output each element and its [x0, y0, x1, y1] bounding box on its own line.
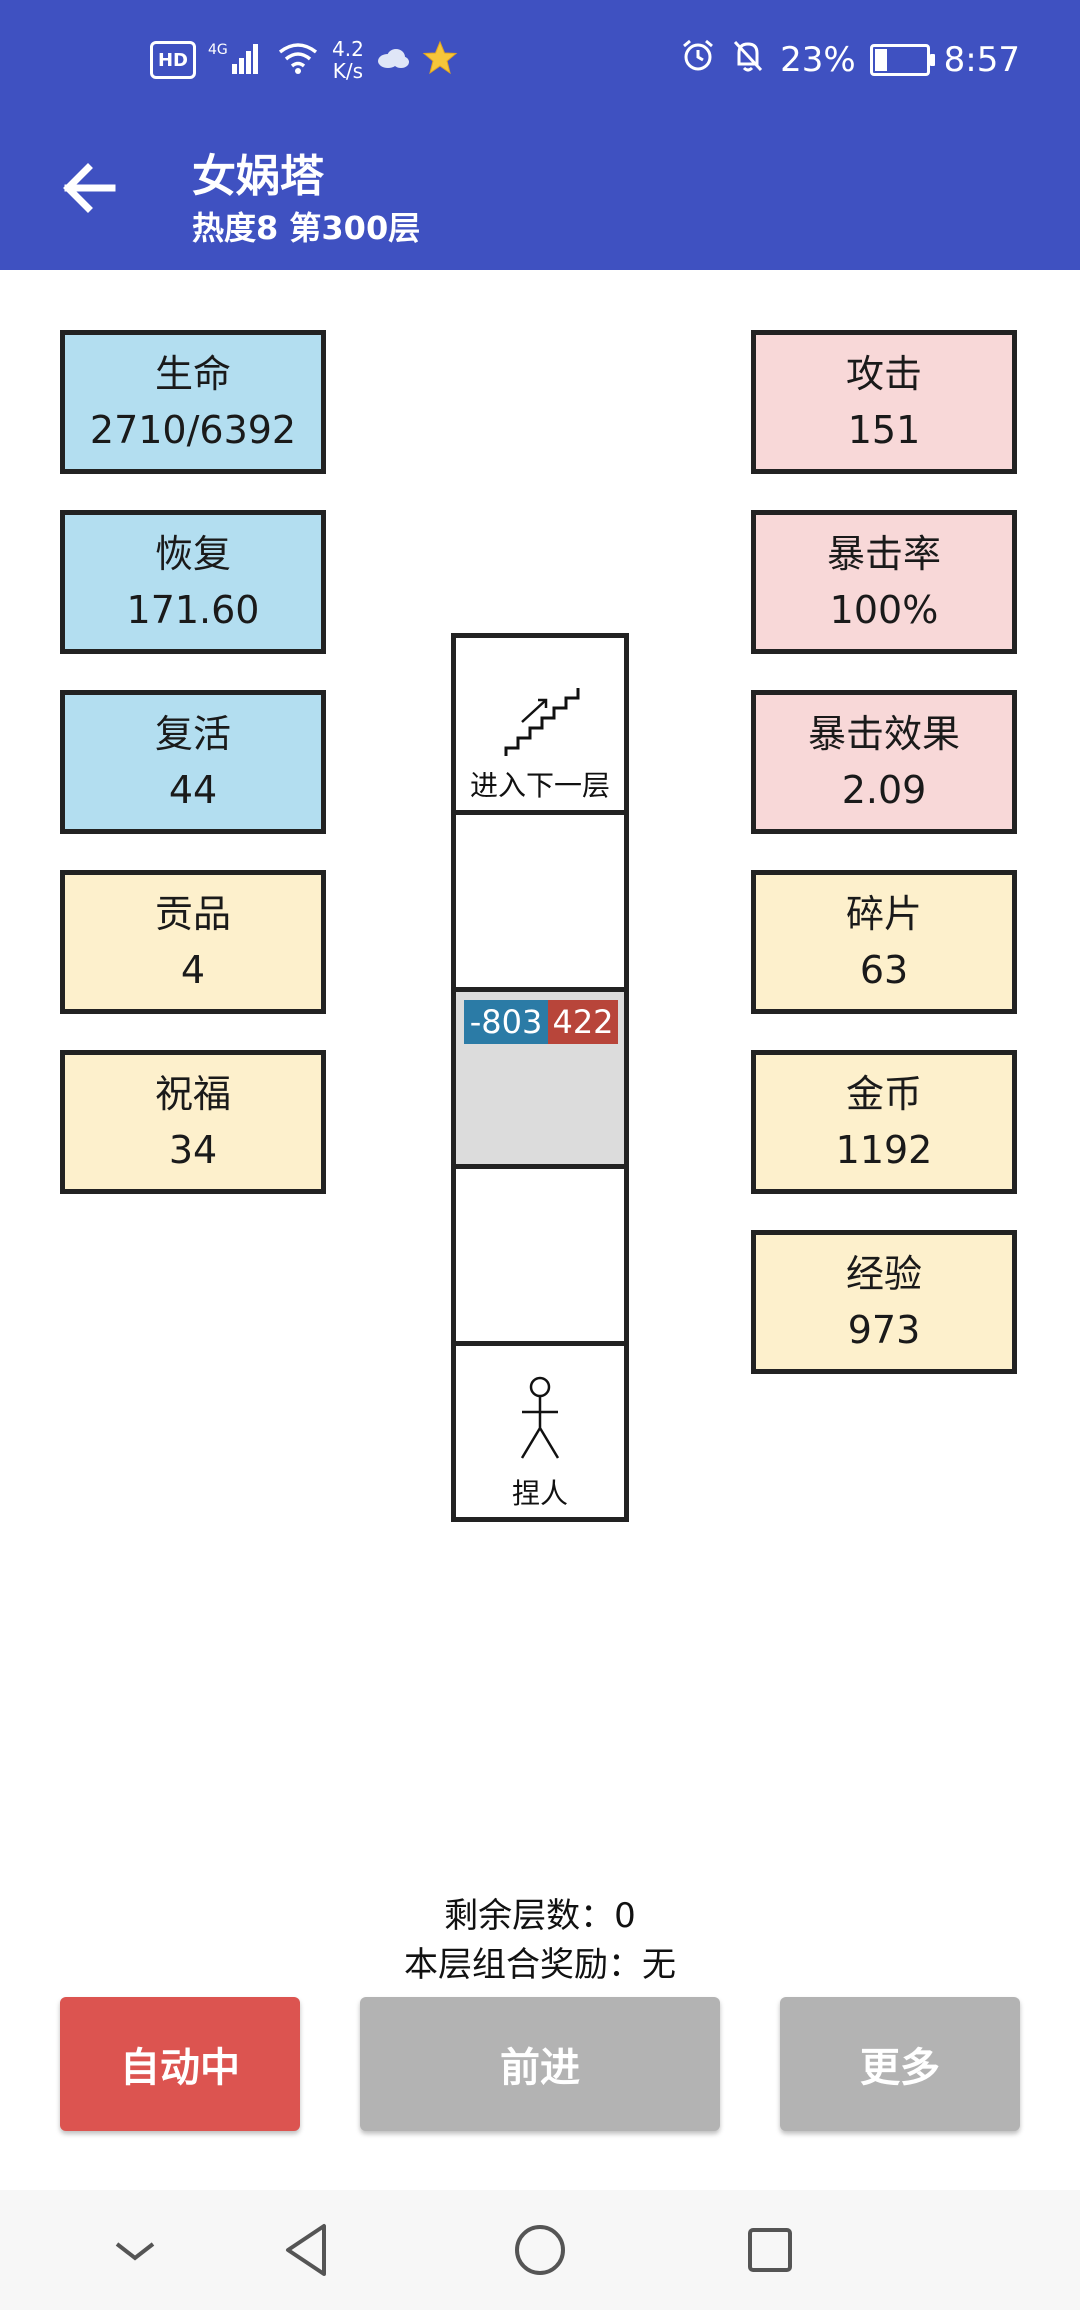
stat-label: 复活 — [154, 712, 231, 756]
stat-label: 祝福 — [154, 1072, 231, 1116]
tower-cell-enemy[interactable]: -803 422 — [456, 992, 624, 1164]
stairs-icon — [504, 688, 580, 756]
stat-fragments: 碎片 63 — [751, 870, 1017, 1014]
stat-label: 恢复 — [154, 532, 231, 576]
nav-recents-icon[interactable] — [740, 2220, 800, 2280]
status-bar-right: 23% 8:57 — [680, 30, 1020, 90]
tower-cell-empty — [456, 1169, 624, 1341]
battery-percent: 23% — [780, 40, 856, 80]
wifi-icon — [276, 40, 320, 80]
page-title: 女娲塔 — [192, 151, 324, 202]
tower-cell-empty — [456, 815, 624, 987]
tower-divider — [456, 987, 624, 992]
remaining-floors: 剩余层数：0 — [444, 1896, 636, 1936]
star-icon — [422, 40, 458, 80]
stat-value: 2.09 — [841, 768, 927, 812]
stat-regen: 恢复 171.60 — [60, 510, 326, 654]
chevron-down-icon[interactable] — [105, 2220, 165, 2280]
tower-divider — [456, 1164, 624, 1169]
clock-time: 8:57 — [943, 40, 1020, 80]
stat-label: 碎片 — [845, 892, 922, 936]
stat-value: 100% — [829, 588, 939, 632]
stat-label: 暴击率 — [826, 532, 941, 576]
stat-value: 1192 — [835, 1128, 933, 1172]
arrow-left-icon — [63, 163, 116, 213]
stairs-label: 进入下一层 — [469, 769, 610, 802]
tower: 进入下一层 -803 422 捏人 — [451, 633, 629, 1522]
stat-value: 171.60 — [126, 588, 260, 632]
mute-notification-icon — [730, 38, 766, 83]
network-speed: 4.2 K/s — [332, 37, 364, 83]
tower-cell-stairs[interactable]: 进入下一层 — [456, 638, 624, 810]
stick-figure-icon — [520, 1376, 560, 1459]
page-subtitle: 热度8 第300层 — [192, 209, 421, 247]
nav-back-icon[interactable] — [278, 2220, 338, 2280]
stat-blessing: 祝福 34 — [60, 1050, 326, 1194]
more-button[interactable]: 更多 — [780, 1997, 1020, 2131]
stat-gold: 金币 1192 — [751, 1050, 1017, 1194]
alarm-icon — [680, 38, 716, 83]
hd-icon: HD — [150, 41, 196, 79]
battery-icon — [869, 44, 935, 76]
enemy-hp-badge: 422 — [548, 1000, 618, 1044]
stat-label: 经验 — [845, 1252, 922, 1296]
stat-value: 4 — [180, 948, 206, 992]
stat-crit-effect: 暴击效果 2.09 — [751, 690, 1017, 834]
stat-hp: 生命 2710/6392 — [60, 330, 326, 474]
tower-divider — [456, 810, 624, 815]
stat-value: 973 — [847, 1308, 921, 1352]
floor-reward: 本层组合奖励：无 — [404, 1945, 676, 1985]
tower-divider — [456, 1341, 624, 1346]
stat-revive: 复活 44 — [60, 690, 326, 834]
back-button[interactable] — [60, 160, 120, 216]
stat-crit-rate: 暴击率 100% — [751, 510, 1017, 654]
stat-experience: 经验 973 — [751, 1230, 1017, 1374]
stat-label: 金币 — [845, 1072, 922, 1116]
battery-level — [874, 49, 888, 71]
cloud-icon — [376, 46, 410, 74]
enemy-attack-badge: -803 — [464, 1000, 548, 1044]
stat-label: 攻击 — [845, 352, 922, 396]
stat-value: 63 — [859, 948, 909, 992]
tower-cell-player[interactable]: 捏人 — [456, 1346, 624, 1518]
cellular-signal-icon: 4G — [208, 38, 264, 82]
stat-label: 生命 — [154, 352, 231, 396]
stat-value: 44 — [168, 768, 218, 812]
system-nav-bar — [0, 2190, 1080, 2310]
stat-label: 贡品 — [154, 892, 231, 936]
forward-button[interactable]: 前进 — [360, 1997, 720, 2131]
auto-button[interactable]: 自动中 — [60, 1997, 300, 2131]
stat-label: 暴击效果 — [807, 712, 960, 756]
stat-value: 151 — [847, 408, 921, 452]
nav-home-icon[interactable] — [510, 2220, 570, 2280]
stat-attack: 攻击 151 — [751, 330, 1017, 474]
player-label: 捏人 — [511, 1477, 568, 1510]
stat-value: 34 — [168, 1128, 218, 1172]
status-bar-left: HD 4G 4.2 K/s — [150, 30, 458, 90]
stat-offerings: 贡品 4 — [60, 870, 326, 1014]
stat-value: 2710/6392 — [89, 408, 297, 452]
network-type: 4G — [208, 42, 228, 58]
